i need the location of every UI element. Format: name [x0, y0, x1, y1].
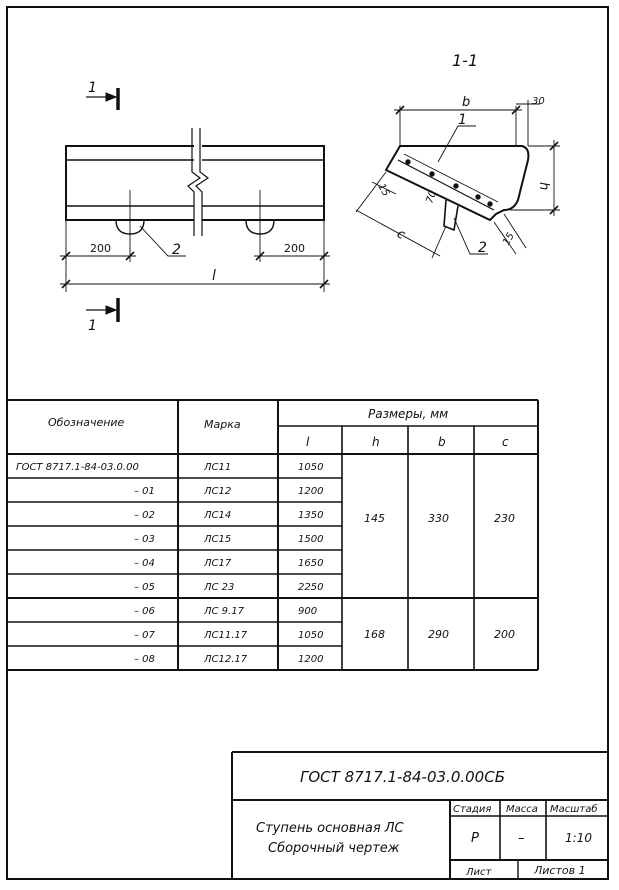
row-2-mark: ЛС14 — [203, 510, 231, 521]
col-l-header: l — [306, 435, 310, 449]
title-mass-label: Масса — [506, 804, 538, 815]
row-3-designation: – 03 — [134, 534, 155, 545]
group2-b: 290 — [428, 628, 449, 641]
sheet-frame — [6, 6, 609, 880]
row-6-mark: ЛС 9.17 — [203, 606, 245, 617]
title-mass-value: – — [518, 831, 525, 846]
row-2-designation: – 02 — [134, 510, 155, 521]
row-6-designation: – 06 — [134, 606, 155, 617]
title-name-line1: Ступень основная ЛС — [256, 821, 405, 836]
title-stage-value: Р — [471, 831, 479, 846]
dim-b: b — [462, 95, 470, 110]
callout-2-section: 2 — [478, 240, 487, 256]
title-sheet-label: Лист — [465, 867, 493, 878]
col-sizes-header: Размеры, мм — [368, 407, 448, 421]
row-1-l: 1200 — [298, 486, 323, 497]
spec-table-grid — [6, 399, 539, 671]
row-8-designation: – 08 — [134, 654, 155, 665]
dim-c: c — [394, 226, 408, 243]
dim-length-l: l — [212, 268, 216, 284]
row-7-l: 1050 — [298, 630, 323, 641]
title-sheets-label: Листов 1 — [533, 864, 586, 877]
row-4-mark: ЛС17 — [203, 558, 232, 569]
dim-right-200: 200 — [284, 242, 305, 255]
callout-1-section: 1 — [458, 112, 467, 128]
group1-c: 230 — [494, 512, 515, 525]
col-mark-header: Марка — [204, 418, 241, 431]
row-4-l: 1650 — [298, 558, 323, 569]
title-name-line2: Сборочный чертеж — [268, 841, 400, 856]
row-3-mark: ЛС15 — [203, 534, 231, 545]
row-6-l: 900 — [298, 606, 317, 617]
title-stage-label: Стадия — [453, 804, 491, 815]
table-rows: ГОСТ 8717.1-84-03.0.00 ЛС11 1050 – 01 ЛС… — [16, 462, 323, 665]
row-1-designation: – 01 — [134, 486, 155, 497]
section-view — [355, 100, 560, 259]
col-h-header: h — [372, 435, 380, 449]
row-0-l: 1050 — [298, 462, 323, 473]
group2-h: 168 — [364, 628, 385, 641]
row-8-l: 1200 — [298, 654, 323, 665]
row-1-mark: ЛС12 — [203, 486, 231, 497]
cut-mark-bottom-label: 1 — [88, 318, 97, 334]
group1-b: 330 — [428, 512, 449, 525]
title-scale-label: Масштаб — [550, 803, 598, 815]
col-b-header: b — [438, 435, 446, 449]
row-8-mark: ЛС12.17 — [203, 654, 248, 665]
group2-c: 200 — [494, 628, 515, 641]
col-c-header: c — [502, 435, 509, 449]
row-5-l: 2250 — [298, 582, 323, 593]
row-5-designation: – 05 — [134, 582, 155, 593]
dim-30: 30 — [532, 96, 545, 107]
row-4-designation: – 04 — [134, 558, 155, 569]
dim-15-right: 15 — [501, 231, 517, 248]
dim-70: 70 — [424, 189, 439, 205]
row-7-designation: – 07 — [134, 630, 156, 641]
dim-left-200: 200 — [90, 242, 111, 255]
dim-h: h — [536, 182, 551, 190]
section-label: 1-1 — [452, 51, 478, 70]
cut-mark-top-label: 1 — [88, 80, 97, 96]
title-block-grid — [231, 751, 609, 880]
row-5-mark: ЛС 23 — [203, 582, 234, 593]
front-view — [60, 88, 330, 322]
row-3-l: 1500 — [298, 534, 323, 545]
title-doc-code: ГОСТ 8717.1-84-03.0.00СБ — [300, 768, 505, 786]
callout-2-front: 2 — [172, 242, 181, 258]
row-0-mark: ЛС11 — [203, 462, 231, 473]
row-7-mark: ЛС11.17 — [203, 630, 248, 641]
row-2-l: 1350 — [298, 510, 323, 521]
group1-h: 145 — [364, 512, 385, 525]
row-0-designation: ГОСТ 8717.1-84-03.0.00 — [16, 462, 139, 473]
title-scale-value: 1:10 — [565, 831, 592, 845]
col-designation-header: Обозначение — [48, 416, 125, 429]
